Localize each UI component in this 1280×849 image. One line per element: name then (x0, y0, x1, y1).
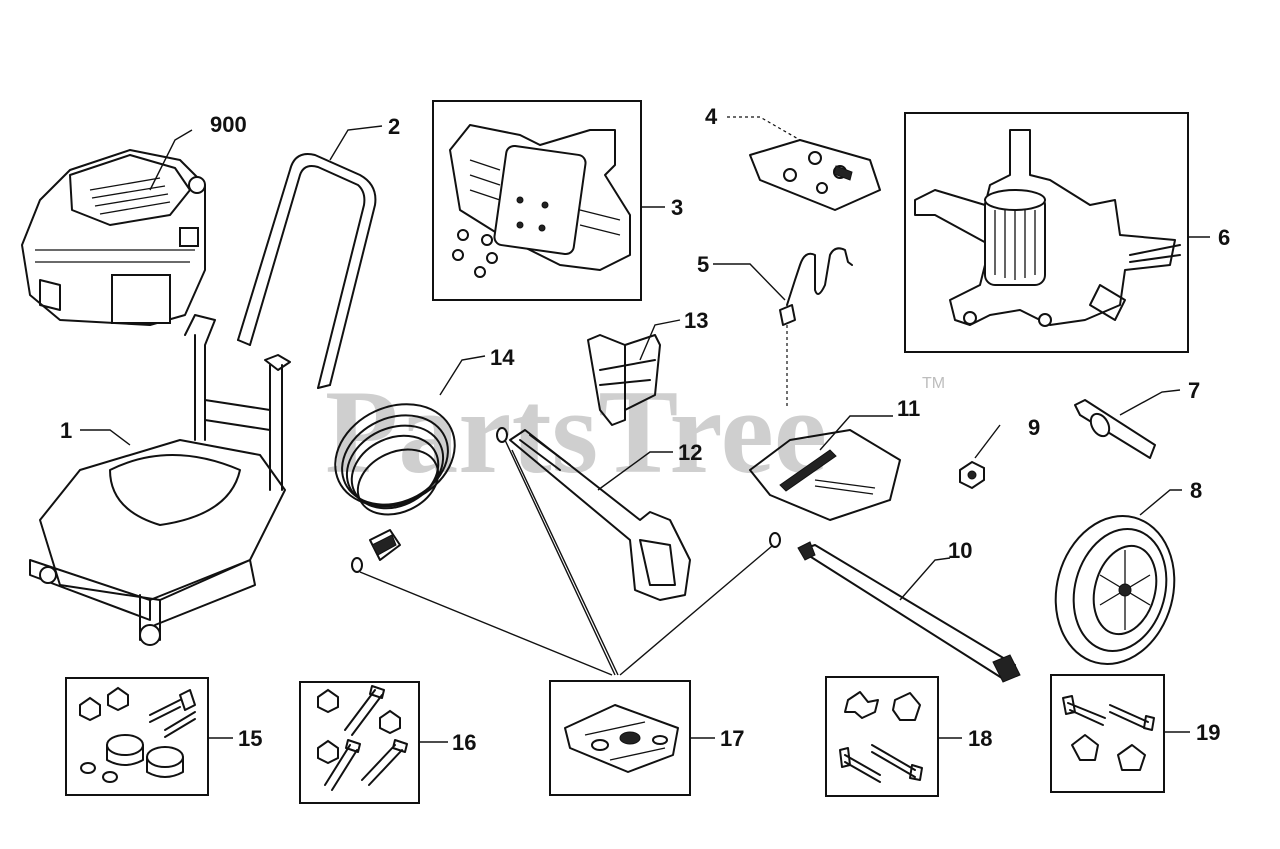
callout-12: 12 (678, 440, 702, 465)
callout-14: 14 (490, 345, 515, 370)
box-18 (825, 676, 939, 797)
part-7-axle[interactable] (1074, 399, 1156, 459)
callout-19: 19 (1196, 720, 1220, 745)
part-11-bag[interactable] (749, 429, 901, 521)
callout-15: 15 (238, 726, 262, 751)
callout-18: 18 (968, 726, 992, 751)
part-6-pump[interactable] (914, 129, 1181, 327)
callout-2: 2 (388, 114, 400, 139)
part-14-hose[interactable] (319, 385, 472, 561)
callout-5: 5 (697, 252, 709, 277)
callout-1: 1 (60, 418, 72, 443)
part-2-handle[interactable] (237, 153, 377, 389)
callout-16: 16 (452, 730, 476, 755)
callout-6: 6 (1218, 225, 1230, 250)
part-3-control-panel[interactable] (449, 124, 631, 278)
callout-13: 13 (684, 308, 708, 333)
callout-10: 10 (948, 538, 972, 563)
part-17-o-ring-kit[interactable] (564, 704, 679, 773)
callout-4: 4 (705, 104, 718, 129)
part-13-holder[interactable] (587, 334, 661, 426)
callout-3: 3 (671, 195, 683, 220)
part-1-frame[interactable] (29, 314, 291, 646)
callout-11: 11 (897, 396, 920, 421)
callout-900: 900 (210, 112, 247, 137)
callout-7: 7 (1188, 378, 1200, 403)
part-8-wheel[interactable] (1040, 503, 1191, 678)
callout-9: 9 (1028, 415, 1040, 440)
callout-8: 8 (1190, 478, 1202, 503)
part-5-cable[interactable] (779, 247, 853, 408)
o-ring (769, 532, 781, 548)
part-12-spray-gun[interactable] (496, 427, 691, 601)
part-18-knob-kit[interactable] (839, 691, 923, 783)
box-3 (432, 100, 642, 301)
part-10-wand[interactable] (797, 541, 1021, 683)
part-900-engine[interactable] (21, 149, 206, 326)
box-15 (65, 677, 209, 796)
watermark: PartsTree (325, 365, 827, 498)
part-16-hardware-kit[interactable] (317, 685, 408, 791)
callout-17: 17 (720, 726, 744, 751)
part-19-hardware-kit[interactable] (1062, 695, 1155, 771)
part-15-hardware-kit[interactable] (79, 686, 196, 783)
box-6 (904, 112, 1189, 353)
part-4-hardware-bag[interactable] (749, 139, 881, 211)
box-19 (1050, 674, 1165, 793)
o-ring (351, 557, 363, 573)
watermark-tm: TM (922, 375, 945, 392)
part-9-nut[interactable] (959, 460, 985, 490)
